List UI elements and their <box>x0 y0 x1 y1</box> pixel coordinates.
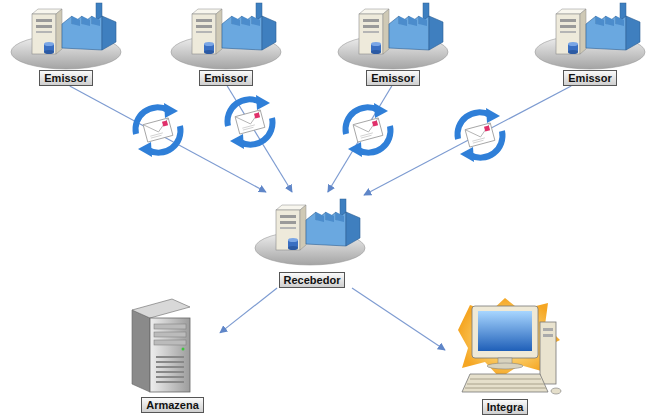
system-node: Emissor <box>343 2 443 86</box>
flow-arrow <box>352 288 445 350</box>
computer-icon <box>458 298 561 394</box>
flow-arrow <box>227 86 292 192</box>
flow-arrow <box>364 86 571 195</box>
node-label: Emissor <box>39 70 92 86</box>
server-factory-icon <box>255 199 365 265</box>
server-factory-icon <box>11 3 121 69</box>
message-sync-icon <box>135 103 180 157</box>
system-node: Armazena <box>125 296 220 413</box>
message-sync-icon <box>345 103 390 157</box>
server-factory-icon <box>338 3 448 69</box>
system-node: Emissor <box>16 2 116 86</box>
system-node: Recebedor <box>260 192 364 288</box>
node-label: Emissor <box>563 70 616 86</box>
system-node: Emissor <box>176 2 276 86</box>
server-factory-icon <box>535 3 645 69</box>
server-factory-icon <box>171 3 281 69</box>
flow-arrow <box>328 86 392 192</box>
node-label: Emissor <box>366 70 419 86</box>
system-node: Emissor <box>540 2 640 86</box>
node-label: Armazena <box>141 397 204 413</box>
node-label: Integra <box>482 399 529 415</box>
node-label: Emissor <box>199 70 252 86</box>
node-label: Recebedor <box>279 272 346 288</box>
server-tower-icon <box>132 299 190 392</box>
message-sync-icon <box>227 95 272 149</box>
flow-arrow <box>220 288 277 333</box>
message-sync-icon <box>457 108 502 162</box>
system-node: Integra <box>445 296 565 415</box>
